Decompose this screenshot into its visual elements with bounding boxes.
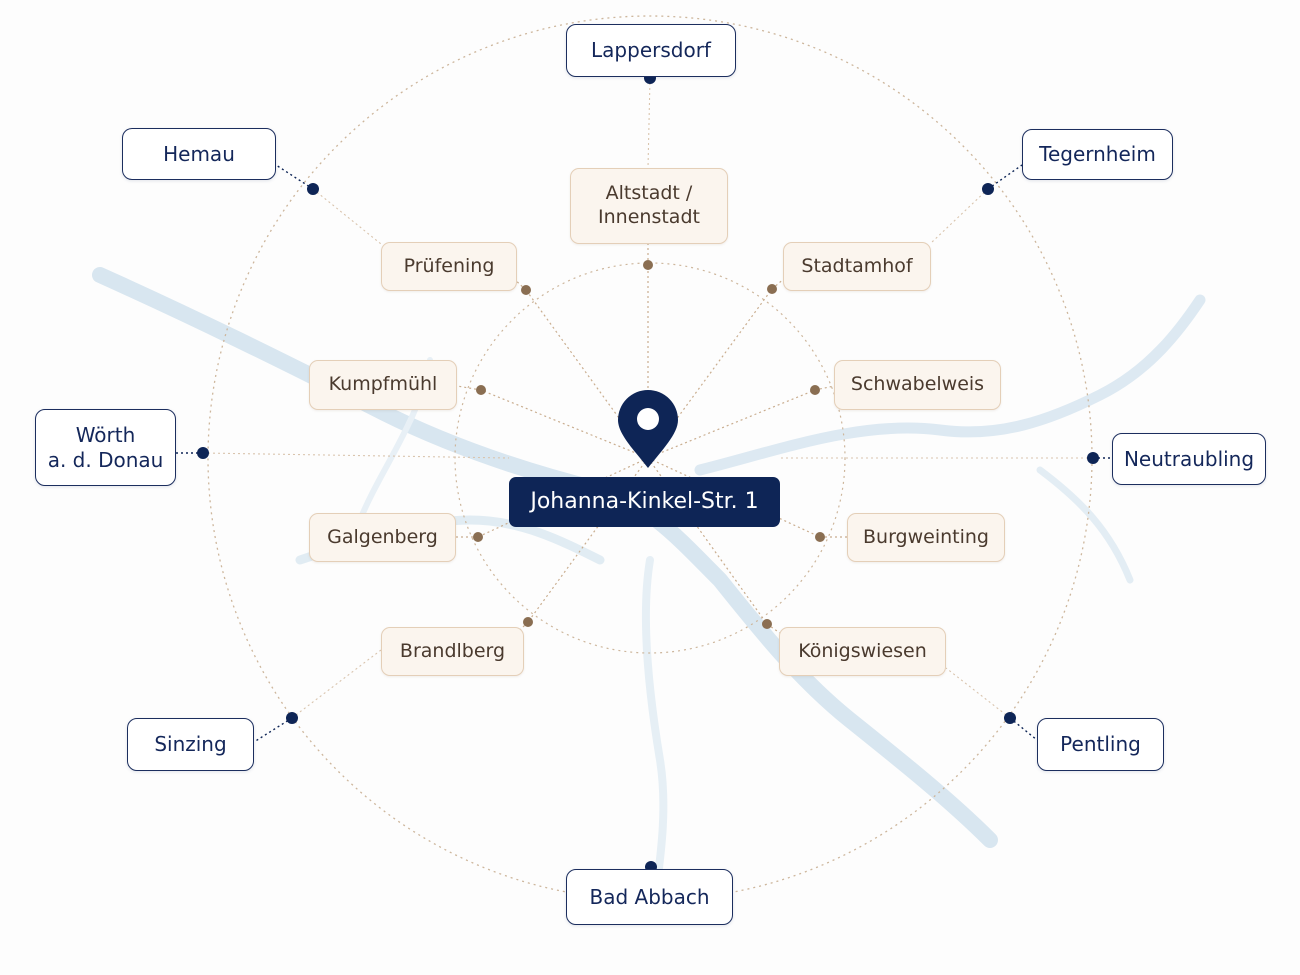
- district-burgweinting-label: Burgweinting: [863, 525, 989, 548]
- district-koenigswiesen-label: Königswiesen: [798, 639, 927, 662]
- guide-woerth: [202, 452, 510, 459]
- district-pruefening: Prüfening: [381, 242, 517, 291]
- district-schwabelweis-label: Schwabelweis: [850, 373, 985, 396]
- connector-box-pruefening: [499, 265, 527, 291]
- district-altstadt-label-line1: Altstadt /: [605, 182, 693, 205]
- place-pentling-label: Pentling: [1060, 732, 1141, 756]
- guide-sinzing: [291, 649, 382, 719]
- district-schwabelweis: Schwabelweis: [834, 360, 1001, 410]
- district-kumpfmuehl-label: Kumpfmühl: [328, 373, 438, 396]
- connector-center-schwabelweis: [647, 389, 816, 459]
- district-galgenberg: Galgenberg: [309, 513, 456, 562]
- district-stadtamhof: Stadtamhof: [783, 242, 931, 291]
- dot-stadtamhof: [767, 284, 777, 294]
- dot-kumpfmuehl: [476, 385, 486, 395]
- guide-tegernheim: [930, 188, 989, 244]
- district-pruefening-label: Prüfening: [403, 254, 495, 277]
- connector-center-burgweinting: [647, 457, 821, 538]
- place-sinzing: Sinzing: [127, 718, 254, 771]
- dot-hemau: [307, 183, 319, 195]
- guide-hemau: [312, 188, 382, 245]
- place-pentling: Pentling: [1037, 718, 1164, 771]
- place-hemau: Hemau: [122, 128, 276, 180]
- connector-center-galgenberg: [477, 457, 649, 538]
- map-pin-icon: [618, 390, 678, 468]
- dot-pruefening: [521, 285, 531, 295]
- place-woerth-label-line1: Wörth: [75, 422, 136, 447]
- center-address-label: Johanna-Kinkel-Str. 1: [509, 477, 780, 527]
- dot-galgenberg: [473, 532, 483, 542]
- place-lappersdorf-label: Lappersdorf: [591, 38, 711, 62]
- district-stadtamhof-label: Stadtamhof: [801, 254, 913, 277]
- place-tegernheim: Tegernheim: [1022, 129, 1173, 180]
- place-woerth: Wörth a. d. Donau: [35, 409, 176, 486]
- place-lappersdorf: Lappersdorf: [566, 24, 736, 77]
- dot-neutraubling: [1087, 452, 1099, 464]
- district-galgenberg-label: Galgenberg: [327, 525, 438, 548]
- dot-woerth: [197, 447, 209, 459]
- place-hemau-label: Hemau: [163, 141, 235, 166]
- district-koenigswiesen: Königswiesen: [779, 627, 946, 676]
- river-tributary-east: [1036, 466, 1134, 584]
- dot-brandlberg: [523, 617, 533, 627]
- district-brandlberg: Brandlberg: [381, 627, 524, 676]
- guide-lappersdorf: [647, 77, 651, 169]
- river-tributary-south: [641, 556, 668, 904]
- connector-center-brandlberg: [527, 457, 649, 623]
- district-altstadt: Altstadt / Innenstadt: [570, 168, 728, 244]
- connector-box-schwabelweis: [814, 385, 835, 391]
- dot-koenigswiesen: [762, 619, 772, 629]
- district-burgweinting: Burgweinting: [847, 513, 1005, 562]
- connector-box-sinzing: [253, 717, 293, 743]
- connector-box-tegernheim: [987, 164, 1023, 190]
- river-regen: [694, 294, 1206, 476]
- dot-tegernheim: [982, 183, 994, 195]
- place-sinzing-label: Sinzing: [154, 732, 227, 756]
- dot-altstadt: [643, 260, 653, 270]
- connector-box-kumpfmuehl: [456, 385, 482, 391]
- place-neutraubling: Neutraubling: [1112, 433, 1266, 485]
- district-altstadt-label-line2: Innenstadt: [598, 206, 700, 228]
- connector-center-kumpfmuehl: [480, 389, 649, 459]
- guide-pentling: [945, 667, 1011, 719]
- place-woerth-label-line2: a. d. Donau: [47, 447, 164, 472]
- river-background: [92, 267, 1206, 904]
- connector-lines: [176, 77, 1112, 869]
- dot-pentling: [1004, 712, 1016, 724]
- dot-sinzing: [286, 712, 298, 724]
- place-neutraubling-label: Neutraubling: [1123, 446, 1255, 471]
- district-kumpfmuehl: Kumpfmühl: [309, 360, 457, 410]
- dot-burgweinting: [815, 532, 825, 542]
- connector-box-hemau: [275, 164, 314, 190]
- place-bad-abbach-label: Bad Abbach: [589, 884, 710, 909]
- district-brandlberg-label: Brandlberg: [399, 639, 506, 662]
- connector-center-koenigswiesen: [647, 457, 768, 625]
- place-tegernheim-label: Tegernheim: [1039, 142, 1156, 166]
- place-bad-abbach: Bad Abbach: [566, 869, 733, 925]
- dot-schwabelweis: [810, 385, 820, 395]
